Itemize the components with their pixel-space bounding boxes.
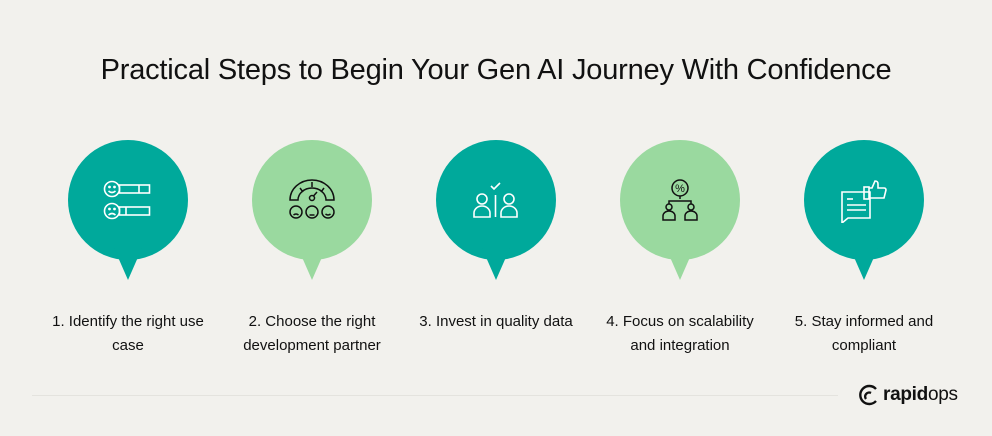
rapidops-logo: rapidops [858,383,958,407]
chat-thumbs-up-icon [841,180,887,223]
step-5-pointer [850,248,878,280]
step-4: % 4. Focus on scalability and integratio… [595,140,765,358]
percent-people-icon: % [662,179,698,221]
step-1-circle [68,140,188,260]
step-3: 3. Invest in quality data [411,140,581,334]
step-2-circle [252,140,372,260]
step-2-pointer [298,248,326,280]
step-3-circle [436,140,556,260]
feedback-faces-icon [103,180,151,220]
step-4-circle: % [620,140,740,260]
step-1: 1. Identify the right use case [43,140,213,358]
logo-text-bold: rapid [883,384,928,405]
step-5: 5. Stay informed and compliant [779,140,949,358]
step-2: 2. Choose the right development partner [227,140,397,358]
step-2-label: 2. Choose the right development partner [243,313,381,354]
step-5-label: 5. Stay informed and compliant [794,313,934,354]
step-4-label: 4. Focus on scalability and integration [606,313,754,354]
people-check-icon [473,182,518,218]
step-4-pointer [666,248,694,280]
divider [32,395,838,396]
rapidops-logo-mark-icon [859,384,877,406]
svg-text:%: % [675,183,685,195]
step-3-pointer [482,248,510,280]
step-5-circle [804,140,924,260]
step-1-label: 1. Identify the right use case [52,313,204,354]
step-3-label: 3. Invest in quality data [419,313,573,330]
step-1-pointer [114,248,142,280]
page-title: Practical Steps to Begin Your Gen AI Jou… [100,54,892,86]
satisfaction-gauge-icon [289,179,335,219]
logo-text-regular: ops [927,384,958,405]
